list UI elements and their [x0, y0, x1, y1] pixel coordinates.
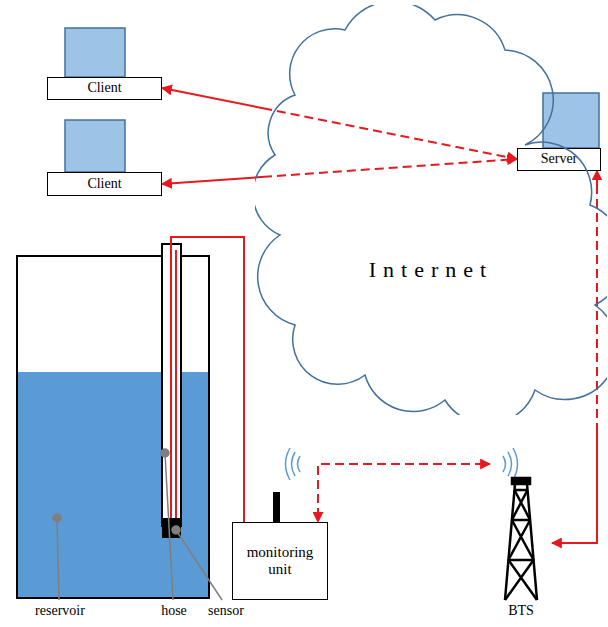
client-monitor	[65, 28, 125, 77]
antenna	[273, 492, 280, 522]
link-arrow	[552, 171, 597, 544]
link-arrow	[162, 88, 517, 159]
server-box: Server	[517, 148, 601, 171]
bts-station: BTS	[490, 452, 552, 622]
client-box: Client	[47, 172, 162, 196]
sensor-block	[162, 518, 181, 538]
node-label: Client	[87, 176, 121, 192]
node-label: Client	[87, 80, 121, 96]
node-label: Server	[541, 151, 578, 167]
client-monitor	[65, 120, 125, 172]
link-arrow	[318, 464, 490, 522]
node-label: monitoring unit	[239, 544, 321, 579]
client-box: Client	[47, 77, 162, 100]
server-monitor	[543, 93, 599, 148]
internet-cloud: Internet	[255, 5, 607, 415]
cloud-outline-path	[255, 5, 607, 415]
part-label: sensor	[206, 603, 246, 619]
node-label: BTS	[490, 603, 552, 619]
leader-lines	[53, 449, 222, 600]
bts-tower-drawing	[505, 478, 537, 600]
link-arrow	[162, 159, 517, 184]
part-label: hose	[159, 603, 189, 619]
signal-wire	[171, 237, 244, 522]
signal-wire	[175, 250, 177, 520]
cloud-outline	[255, 5, 607, 415]
cloud-label: Internet	[255, 257, 607, 282]
monitoring-unit-box: monitoring unit	[232, 522, 328, 600]
part-label: reservoir	[33, 603, 87, 619]
